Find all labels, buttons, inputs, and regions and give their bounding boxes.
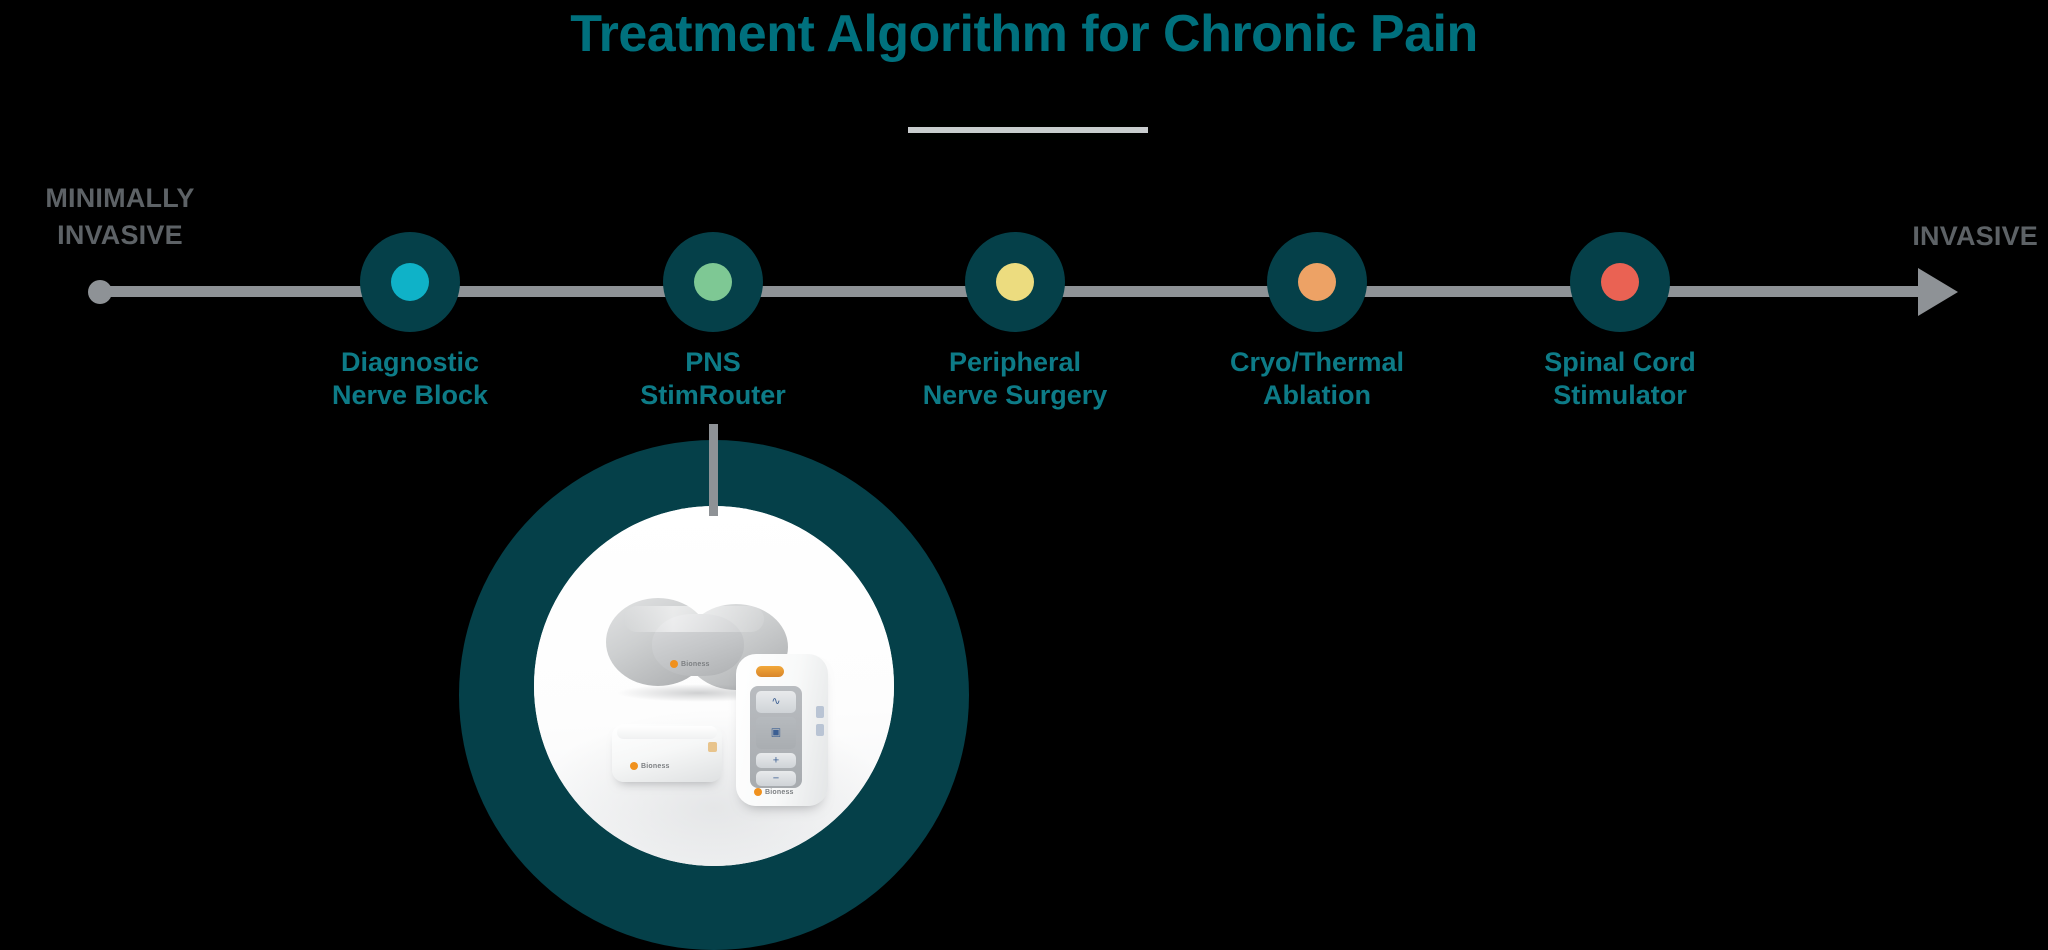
stage-label: Cryo/Thermal Ablation: [1229, 347, 1405, 410]
scale-label-minimally-invasive: MINIMALLY INVASIVE: [45, 183, 195, 250]
stage-label: Spinal Cord Stimulator: [1544, 347, 1696, 410]
product-photo-background: Bioness Bioness ∿ ▣ +: [534, 506, 894, 866]
remote-key-decrease: −: [756, 771, 796, 786]
remote-key-increase: +: [756, 753, 796, 768]
remote-key-indicators: ▣: [756, 717, 796, 749]
box-connector-tab: [708, 742, 717, 752]
stage-marker-dot: [694, 263, 732, 301]
title-divider: [908, 127, 1148, 133]
remote-status-led: [756, 666, 784, 677]
receiver-box-device: Bioness: [612, 724, 722, 782]
remote-side-button-lower: [816, 724, 824, 736]
featured-product-photo: Bioness Bioness ∿ ▣ +: [534, 506, 894, 866]
stage-label: Diagnostic Nerve Block: [331, 347, 489, 410]
remote-key-waveform: ∿: [756, 691, 796, 713]
bioness-sun-icon: [670, 660, 678, 668]
stage-label: Peripheral Nerve Surgery: [922, 347, 1108, 410]
remote-side-button-upper: [816, 706, 824, 718]
box-top-face: [617, 726, 717, 739]
scale-label-invasive: INVASIVE: [1912, 221, 2038, 251]
bioness-sun-icon: [630, 762, 638, 770]
page-title: Treatment Algorithm for Chronic Pain: [570, 5, 1478, 63]
stage-marker-dot: [996, 263, 1034, 301]
remote-keypad-panel: ∿ ▣ + −: [750, 686, 802, 788]
stage-marker-dot: [1601, 263, 1639, 301]
brand-logo-remote: Bioness: [754, 788, 794, 796]
handheld-remote-device: ∿ ▣ + − Bioness: [736, 654, 828, 806]
stage-marker-dot: [391, 263, 429, 301]
brand-logo-pod: Bioness: [670, 660, 710, 668]
callout-connector-line: [709, 424, 718, 516]
stage-marker-dot: [1298, 263, 1336, 301]
axis-arrow-icon: [1918, 268, 1958, 316]
stage-label: PNS StimRouter: [640, 347, 786, 410]
brand-logo-box: Bioness: [630, 762, 670, 770]
bioness-sun-icon: [754, 788, 762, 796]
pod-highlight: [624, 606, 764, 632]
